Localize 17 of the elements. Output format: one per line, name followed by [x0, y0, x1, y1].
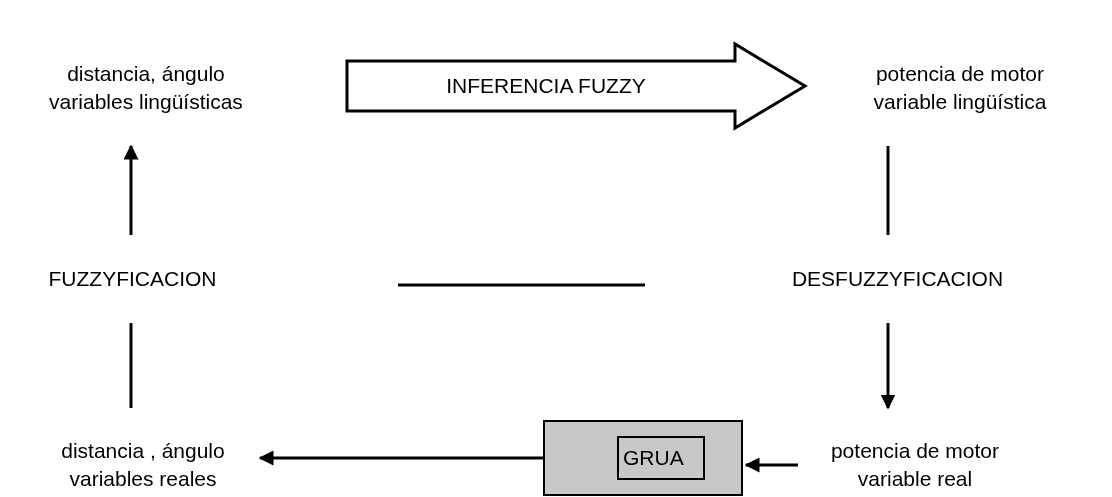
arrow — [744, 457, 798, 473]
machine-box — [543, 420, 743, 496]
edge-label: INFERENCIA FUZZY — [446, 73, 646, 99]
node-text: potencia de motor variable lingüística — [872, 61, 1048, 115]
arrow — [123, 144, 139, 235]
connector-line — [886, 146, 890, 235]
node-text: DESFUZZYFICACION — [791, 266, 1004, 292]
node-text: GRUA — [623, 445, 684, 471]
label-box — [617, 436, 705, 480]
arrow — [880, 323, 896, 410]
arrow — [258, 450, 543, 466]
node-text: distancia, ángulo variables lingüísticas — [48, 61, 244, 115]
node-text: distancia , ángulo variables reales — [60, 438, 226, 492]
block-arrow — [345, 41, 808, 131]
node-text: FUZZYFICACION — [48, 266, 217, 292]
node-text: potencia de motor variable real — [829, 438, 1001, 492]
connector-line — [129, 323, 133, 408]
